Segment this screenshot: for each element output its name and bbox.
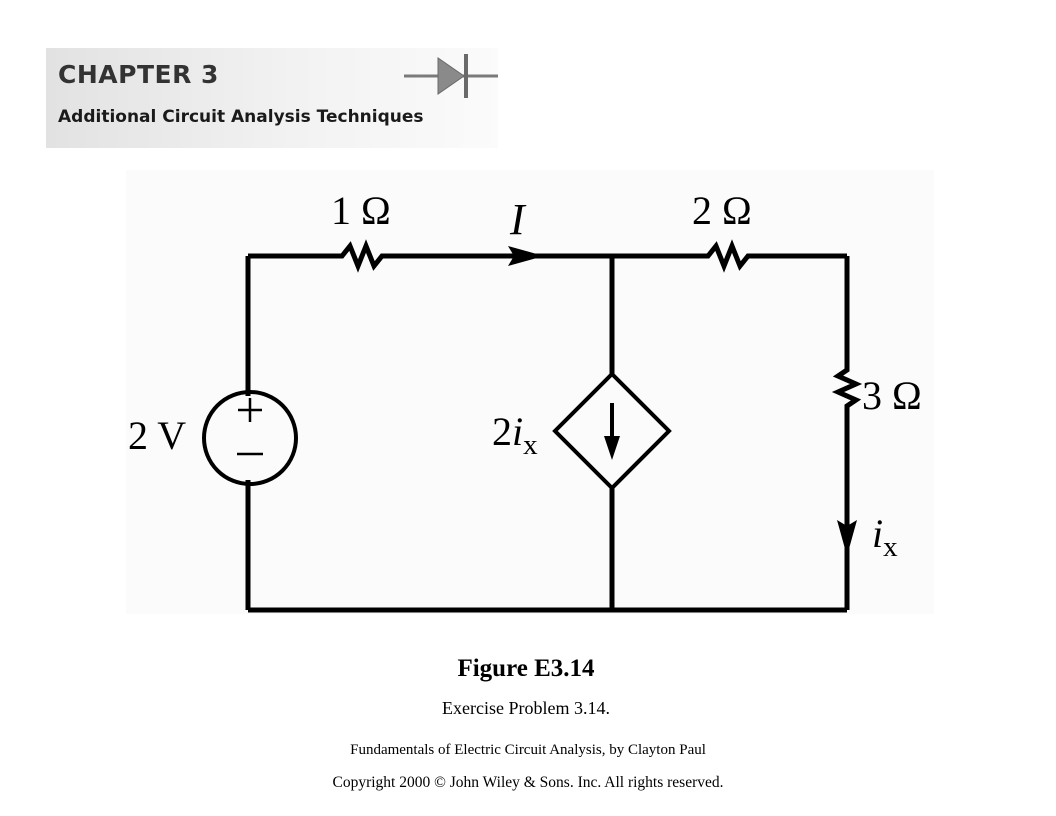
circuit-diagram: 1 Ω I 2 Ω 3 Ω 2 V 2ix ix	[126, 170, 934, 614]
dependent-source-variable: i	[512, 409, 524, 454]
current-ix-variable: i	[872, 511, 884, 556]
resistor-2-unit: Ω	[722, 188, 752, 233]
resistor-1-label: 1 Ω	[331, 191, 391, 231]
resistor-2-ohm	[612, 239, 847, 273]
resistor-2-value: 2	[692, 188, 712, 233]
chapter-title: CHAPTER 3	[58, 60, 219, 89]
resistor-3-value: 3	[862, 373, 882, 418]
figure-label: Figure E3.14	[457, 655, 595, 682]
voltage-source-unit: V	[157, 413, 187, 458]
book-credit: Fundamentals of Electric Circuit Analysi…	[350, 742, 706, 758]
resistor-1-ohm	[248, 239, 612, 273]
dependent-source-subscript: x	[523, 429, 538, 461]
current-I-label: I	[510, 198, 525, 242]
resistor-2-label: 2 Ω	[692, 191, 752, 231]
voltage-source-value: 2	[128, 413, 148, 458]
dependent-source-label: 2ix	[492, 412, 538, 460]
diode-icon	[404, 54, 498, 98]
current-ix-label: ix	[872, 514, 898, 562]
figure-subtitle: Exercise Problem 3.14.	[442, 698, 610, 718]
resistor-1-unit: Ω	[361, 188, 391, 233]
current-ix-subscript: x	[883, 531, 898, 563]
current-arrow-I	[508, 246, 544, 266]
current-I-symbol: I	[510, 195, 525, 244]
chapter-subtitle: Additional Circuit Analysis Techniques	[58, 107, 424, 127]
voltage-source-label: 2 V	[128, 416, 186, 456]
copyright-notice: Copyright 2000 © John Wiley & Sons. Inc.…	[332, 774, 724, 791]
chapter-banner: CHAPTER 3 Additional Circuit Analysis Te…	[46, 48, 498, 148]
current-arrow-ix	[837, 520, 857, 556]
resistor-1-value: 1	[331, 188, 351, 233]
resistor-3-label: 3 Ω	[862, 376, 922, 416]
resistor-3-ohm	[831, 256, 863, 610]
dependent-source-arrowhead	[604, 436, 620, 460]
voltage-source	[202, 390, 298, 486]
dependent-current-source	[552, 371, 672, 491]
dependent-source-coefficient: 2	[492, 409, 512, 454]
resistor-3-unit: Ω	[892, 373, 922, 418]
